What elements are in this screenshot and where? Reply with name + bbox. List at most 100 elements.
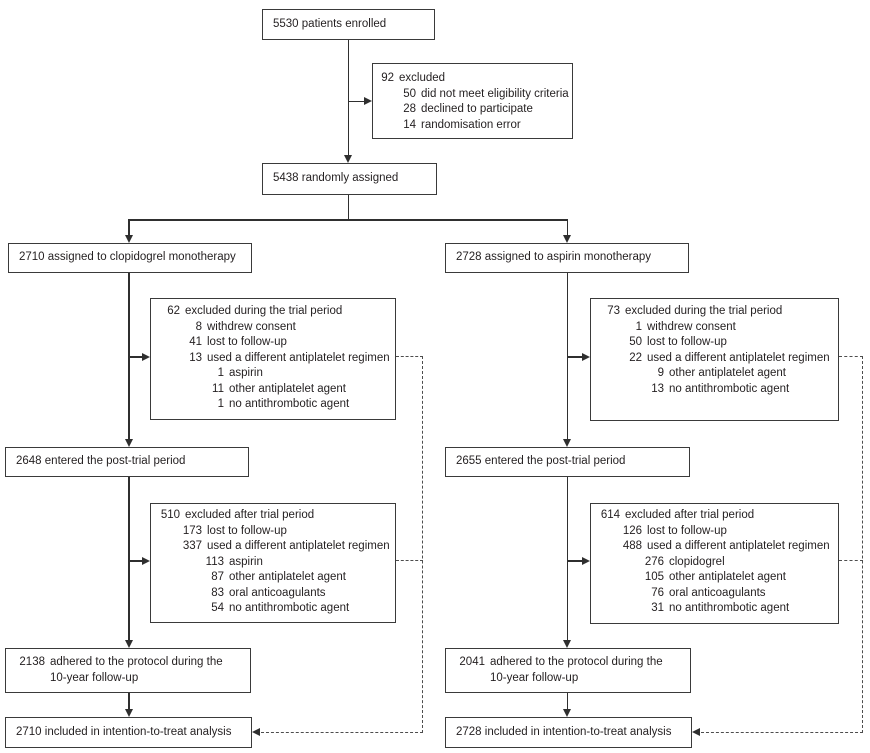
excluded-enrolment-line: 50 did not meet eligibility criteria bbox=[376, 87, 568, 103]
dashed-excluded-trial-clopidogrel-out bbox=[396, 356, 423, 357]
line-number: 126 bbox=[622, 524, 642, 537]
line-number: 8 bbox=[195, 320, 202, 333]
excluded-post-line: 87 other antiplatelet agent bbox=[154, 570, 391, 586]
line-text: no antithrombotic agent bbox=[229, 602, 350, 614]
line-number: 2041 bbox=[459, 656, 485, 668]
line-text: lost to follow-up bbox=[207, 524, 287, 537]
posttrial-aspirin-text: 2655 entered the post-trial period bbox=[456, 455, 626, 468]
box-arm-aspirin: 2728 assigned to aspirin monotherapy bbox=[445, 243, 689, 273]
arrowhead-into-excluded-post-clopidogrel bbox=[142, 556, 150, 565]
box-patients-enrolled: 5530 patients enrolled bbox=[262, 9, 435, 40]
connector-fork-to-arm-clopidogrel bbox=[128, 219, 130, 236]
line-number: 28 bbox=[403, 103, 416, 115]
dashed-vertical-aspirin bbox=[861, 356, 863, 733]
line-text: 10-year follow-up bbox=[490, 671, 579, 684]
arrowhead-into-arm-aspirin bbox=[562, 235, 571, 243]
arm-clopidogrel-text: 2710 assigned to clopidogrel monotherapy bbox=[19, 251, 236, 264]
connector-enrolled-to-randomised bbox=[347, 40, 349, 156]
connector-to-excluded-post-aspirin bbox=[567, 560, 582, 562]
line-number: 488 bbox=[622, 540, 642, 552]
line-number: 2138 bbox=[19, 656, 45, 668]
line-number: 92 bbox=[381, 72, 394, 84]
dashed-excluded-post-aspirin-out bbox=[839, 560, 863, 561]
line-number: 9 bbox=[657, 367, 664, 379]
line-number: 62 bbox=[167, 305, 180, 317]
line-number: 50 bbox=[403, 87, 416, 100]
line-text: used a different antiplatelet regimen bbox=[647, 540, 830, 552]
box-randomly-assigned: 5438 randomly assigned bbox=[262, 163, 437, 195]
line-number: 1 bbox=[217, 367, 224, 379]
line-text: other antiplatelet agent bbox=[229, 382, 347, 395]
line-text: no antithrombotic agent bbox=[229, 398, 350, 410]
itt-clopidogrel-text: 2710 included in intention-to-treat anal… bbox=[16, 725, 232, 738]
line-text: did not meet eligibility criteria bbox=[421, 87, 569, 100]
excluded-enrolment-line: 92 excluded bbox=[376, 71, 568, 87]
line-text: excluded during the trial period bbox=[625, 305, 783, 317]
line-text: aspirin bbox=[229, 367, 263, 379]
fork-horizontal-line bbox=[129, 219, 568, 221]
line-number bbox=[9, 671, 45, 687]
connector-fork-to-arm-aspirin bbox=[566, 219, 568, 236]
line-text: used a different antiplatelet regimen bbox=[647, 351, 830, 364]
box-excluded-enrolment: 92 excluded 50 did not meet eligibility cr… bbox=[372, 63, 573, 139]
box-posttrial-clopidogrel: 2648 entered the post-trial period bbox=[5, 447, 249, 477]
line-number: 113 bbox=[205, 555, 224, 568]
connector-adhered-to-itt-clopidogrel bbox=[128, 693, 130, 710]
line-text: excluded after trial period bbox=[625, 509, 755, 521]
arrowhead-into-posttrial-aspirin bbox=[562, 439, 571, 447]
line-text: lost to follow-up bbox=[207, 336, 287, 348]
posttrial-clopidogrel-text: 2648 entered the post-trial period bbox=[16, 455, 186, 468]
line-number: 76 bbox=[651, 586, 664, 599]
box-itt-clopidogrel: 2710 included in intention-to-treat anal… bbox=[5, 717, 252, 748]
arrowhead-into-arm-clopidogrel bbox=[124, 235, 133, 243]
arrowhead-into-adhered-aspirin bbox=[562, 640, 571, 648]
line-number: 13 bbox=[651, 382, 664, 395]
dashed-into-itt-aspirin bbox=[701, 732, 863, 733]
itt-aspirin-text: 2728 included in intention-to-treat anal… bbox=[456, 725, 672, 738]
connector-adhered-to-itt-aspirin bbox=[566, 693, 568, 710]
dashed-into-itt-clopidogrel bbox=[261, 732, 423, 733]
arrowhead-dashed-into-itt-clopidogrel bbox=[252, 728, 260, 736]
connector-to-excluded-post-clopidogrel bbox=[129, 560, 143, 562]
line-text: excluded bbox=[399, 72, 446, 84]
line-number: 41 bbox=[189, 336, 202, 348]
line-text: clopidogrel bbox=[669, 555, 725, 568]
arrowhead-into-adhered-clopidogrel bbox=[124, 640, 133, 648]
line-number: 337 bbox=[182, 540, 202, 552]
line-number: 13 bbox=[189, 351, 202, 364]
line-number bbox=[449, 671, 485, 687]
connector-posttrial-to-adhered-aspirin bbox=[566, 477, 568, 640]
line-number: 11 bbox=[212, 382, 224, 395]
connector-posttrial-to-adhered-clopidogrel bbox=[128, 477, 130, 640]
line-number: 54 bbox=[211, 602, 224, 614]
line-number: 22 bbox=[629, 351, 642, 364]
line-number: 87 bbox=[211, 571, 224, 583]
arrowhead-into-excluded-trial-clopidogrel bbox=[142, 352, 150, 361]
line-text: other antiplatelet agent bbox=[229, 571, 347, 583]
arrowhead-into-excluded-trial-aspirin bbox=[582, 352, 590, 361]
patients-enrolled-text: 5530 patients enrolled bbox=[273, 17, 387, 30]
